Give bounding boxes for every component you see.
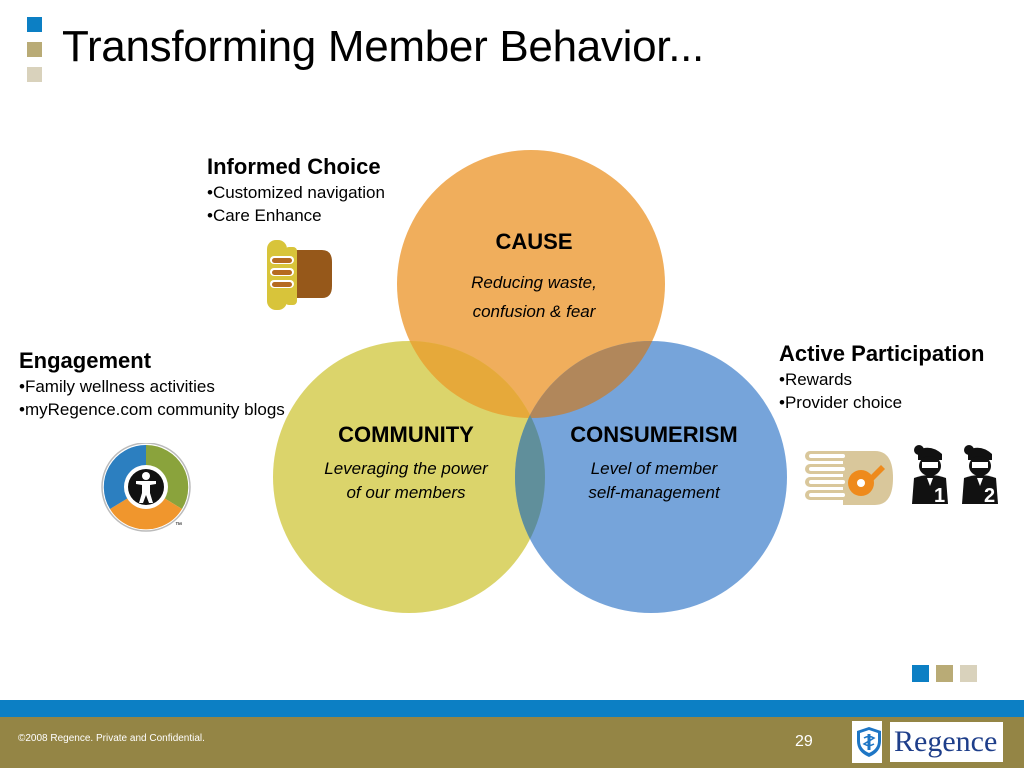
consumerism-title: CONSUMERISM bbox=[570, 422, 738, 447]
footer-copyright: ©2008 Regence. Private and Confidential. bbox=[18, 733, 205, 744]
provider-1-icon: 1 bbox=[912, 445, 948, 506]
engagement-bullet-2: •myRegence.com community blogs bbox=[19, 400, 285, 419]
informed-choice-bullet-1: •Customized navigation bbox=[207, 183, 385, 202]
hand-with-card-icon bbox=[267, 240, 332, 310]
active-participation-block: Active Participation •Rewards •Provider … bbox=[779, 340, 984, 414]
active-participation-bullet-1: •Rewards bbox=[779, 370, 853, 389]
provider-1-label: 1 bbox=[934, 485, 945, 506]
brand-name: Regence bbox=[890, 722, 1004, 762]
brand-logo: Regence bbox=[852, 721, 1004, 763]
corner-square-light bbox=[27, 67, 42, 82]
consumerism-desc-line2: self-management bbox=[588, 483, 720, 502]
bottom-square-light bbox=[960, 665, 977, 682]
corner-square-blue bbox=[27, 17, 42, 32]
page-number: 29 bbox=[795, 733, 813, 750]
hand-with-pointer-icon bbox=[805, 451, 893, 505]
engagement-block: Engagement •Family wellness activities •… bbox=[19, 347, 289, 421]
community-circle bbox=[273, 341, 545, 613]
family-wellness-logo-icon bbox=[101, 443, 191, 532]
cause-desc-line2: confusion & fear bbox=[472, 302, 596, 321]
active-participation-heading: Active Participation bbox=[779, 341, 985, 366]
consumerism-label-group: CONSUMERISM Level of member self-managem… bbox=[546, 421, 762, 505]
community-label-group: COMMUNITY Leveraging the power of our me… bbox=[296, 421, 516, 505]
shield-icon bbox=[857, 727, 881, 757]
page-title: Transforming Member Behavior... bbox=[62, 22, 704, 71]
trademark-mark: ™ bbox=[175, 522, 182, 529]
informed-choice-block: Informed Choice •Customized navigation •… bbox=[207, 153, 385, 227]
cause-circle bbox=[397, 150, 665, 418]
community-desc-line2: of our members bbox=[346, 483, 466, 502]
informed-choice-bullet-2: •Care Enhance bbox=[207, 206, 322, 225]
provider-2-label: 2 bbox=[984, 485, 995, 506]
footer-accent-bar bbox=[0, 700, 1024, 717]
engagement-heading: Engagement bbox=[19, 348, 152, 373]
cause-desc-line1: Reducing waste, bbox=[471, 273, 597, 292]
informed-choice-heading: Informed Choice bbox=[207, 154, 381, 179]
consumerism-desc-line1: Level of member bbox=[590, 459, 718, 478]
consumerism-circle bbox=[515, 341, 787, 613]
engagement-bullet-1: •Family wellness activities bbox=[19, 377, 215, 396]
active-participation-bullet-2: •Provider choice bbox=[779, 393, 903, 412]
cause-label-group: CAUSE Reducing waste, confusion & fear bbox=[434, 228, 634, 326]
bottom-squares bbox=[912, 665, 984, 687]
brand-shield-wrap bbox=[852, 721, 882, 763]
corner-square-tan bbox=[27, 42, 42, 57]
provider-2-icon: 2 bbox=[962, 445, 998, 506]
cause-title: CAUSE bbox=[495, 229, 573, 254]
community-desc-line1: Leveraging the power bbox=[324, 459, 488, 478]
bottom-square-tan bbox=[936, 665, 953, 682]
bottom-square-blue bbox=[912, 665, 929, 682]
venn-diagram bbox=[273, 150, 787, 613]
community-title: COMMUNITY bbox=[338, 422, 474, 447]
corner-squares bbox=[27, 17, 43, 92]
